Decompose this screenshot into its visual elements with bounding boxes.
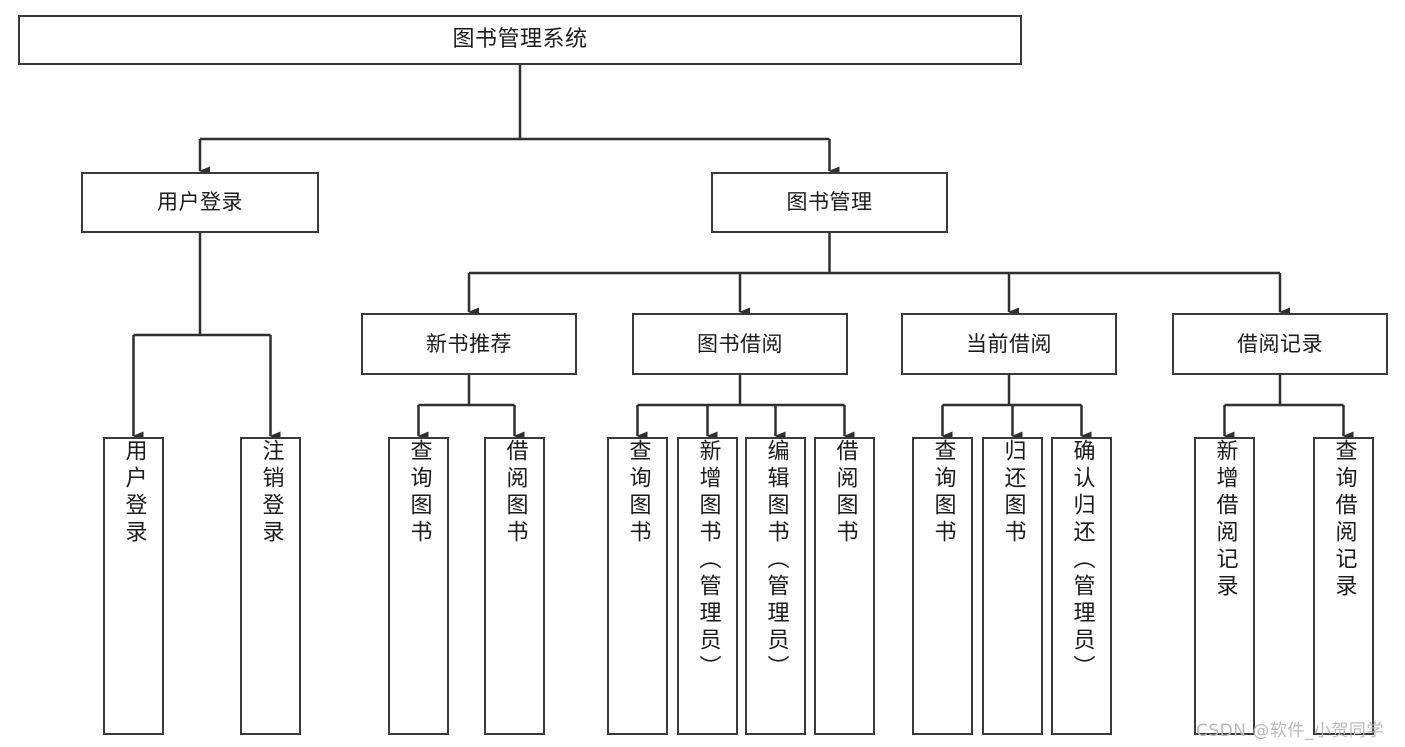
node-leaf_6[interactable]: 新增图书（管理员） (677, 437, 738, 735)
node-label: 借阅图书 (832, 439, 858, 547)
node-label: 归还图书 (1000, 439, 1026, 547)
node-l3_c[interactable]: 当前借阅 (901, 313, 1117, 375)
node-label: 新增图书（管理员） (695, 439, 721, 682)
node-label: 查询图书 (406, 439, 432, 547)
node-l2_b[interactable]: 图书管理 (711, 172, 948, 233)
node-label: 查询图书 (930, 439, 956, 547)
node-leaf_9[interactable]: 查询图书 (912, 437, 973, 735)
watermark: CSDN @软件_小贺同学 (1196, 721, 1384, 741)
node-label: 新增借阅记录 (1212, 439, 1238, 601)
node-label: 图书管理 (786, 190, 873, 215)
node-leaf_1[interactable]: 用户登录 (103, 437, 164, 735)
node-l2_a[interactable]: 用户登录 (81, 172, 319, 233)
node-leaf_5[interactable]: 查询图书 (607, 437, 668, 735)
node-leaf_11[interactable]: 确认归还（管理员） (1051, 437, 1112, 735)
node-label: 编辑图书（管理员） (763, 439, 789, 682)
node-leaf_2[interactable]: 注销登录 (240, 437, 301, 735)
node-label: 新书推荐 (426, 331, 512, 356)
node-label: 用户登录 (121, 439, 147, 547)
node-label: 确认归还（管理员） (1069, 439, 1095, 682)
node-label: 借阅记录 (1237, 331, 1323, 356)
node-label: 查询借阅记录 (1331, 439, 1357, 601)
node-label: 查询图书 (625, 439, 651, 547)
node-label: 借阅图书 (502, 439, 528, 547)
node-leaf_13[interactable]: 查询借阅记录 (1313, 437, 1374, 735)
node-label: 当前借阅 (966, 331, 1052, 356)
node-label: 图书借阅 (697, 331, 783, 356)
node-l3_d[interactable]: 借阅记录 (1172, 313, 1388, 375)
node-root[interactable]: 图书管理系统 (18, 15, 1022, 65)
node-label: 图书管理系统 (452, 27, 588, 53)
node-label: 注销登录 (258, 439, 284, 547)
node-l3_a[interactable]: 新书推荐 (361, 313, 577, 375)
node-leaf_3[interactable]: 查询图书 (388, 437, 449, 735)
node-label: 用户登录 (157, 190, 243, 215)
node-l3_b[interactable]: 图书借阅 (632, 313, 848, 375)
node-leaf_8[interactable]: 借阅图书 (814, 437, 875, 735)
node-leaf_7[interactable]: 编辑图书（管理员） (745, 437, 806, 735)
node-leaf_10[interactable]: 归还图书 (982, 437, 1043, 735)
node-leaf_12[interactable]: 新增借阅记录 (1194, 437, 1255, 735)
node-leaf_4[interactable]: 借阅图书 (484, 437, 545, 735)
